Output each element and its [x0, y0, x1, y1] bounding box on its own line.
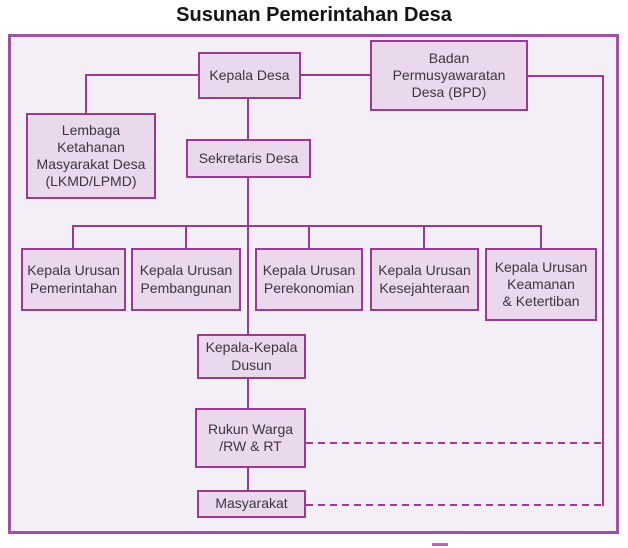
node-lkmd: Lembaga Ketahanan Masyarakat Desa (LKMD/…	[26, 113, 156, 199]
connector-dusun-rukun-warga	[247, 379, 249, 408]
node-rukun-warga: Rukun Warga /RW & RT	[195, 408, 306, 468]
node-kepala-desa: Kepala Desa	[198, 52, 301, 99]
node-sekretaris-desa: Sekretaris Desa	[186, 139, 311, 178]
node-bpd: Badan Permusyawaratan Desa (BPD)	[370, 40, 528, 111]
connector-sekretaris-dusun-spine	[247, 177, 249, 334]
connector-rukun-warga-bpd-dashed	[306, 442, 604, 444]
connector-drop-kaur-kesejahteraan	[423, 225, 425, 248]
connector-kaur-bus	[72, 225, 542, 227]
node-masyarakat: Masyarakat	[197, 490, 306, 518]
page-artifact-mark	[432, 543, 448, 546]
node-kaur-perekonomian: Kepala Urusan Perekonomian	[255, 248, 363, 311]
connector-kepala-desa-sekretaris	[247, 97, 249, 139]
connector-rukun-warga-masyarakat	[247, 468, 249, 490]
connector-drop-kaur-pemerintahan	[72, 225, 74, 248]
connector-kepala-desa-lkmd-h	[85, 74, 198, 76]
node-kaur-kesejahteraan: Kepala Urusan Kesejahteraan	[370, 248, 479, 311]
connector-kepala-desa-lkmd-v	[85, 74, 87, 113]
connector-masyarakat-bpd-dashed	[306, 504, 604, 506]
connector-bpd-rail-v	[602, 75, 604, 506]
connector-drop-kaur-keamanan	[540, 225, 542, 248]
node-kaur-pemerintahan: Kepala Urusan Pemerintahan	[21, 248, 126, 311]
diagram-title: Susunan Pemerintahan Desa	[176, 4, 452, 26]
connector-drop-kaur-perekonomian	[308, 225, 310, 248]
node-kaur-keamanan: Kepala Urusan Keamanan & Ketertiban	[485, 248, 597, 321]
node-kaur-pembangunan: Kepala Urusan Pembangunan	[131, 248, 241, 311]
connector-drop-kaur-pembangunan	[185, 225, 187, 248]
node-kepala-dusun: Kepala-Kepala Dusun	[197, 334, 306, 379]
connector-bpd-rail-h	[528, 75, 604, 77]
connector-kepala-desa-bpd	[301, 74, 370, 76]
